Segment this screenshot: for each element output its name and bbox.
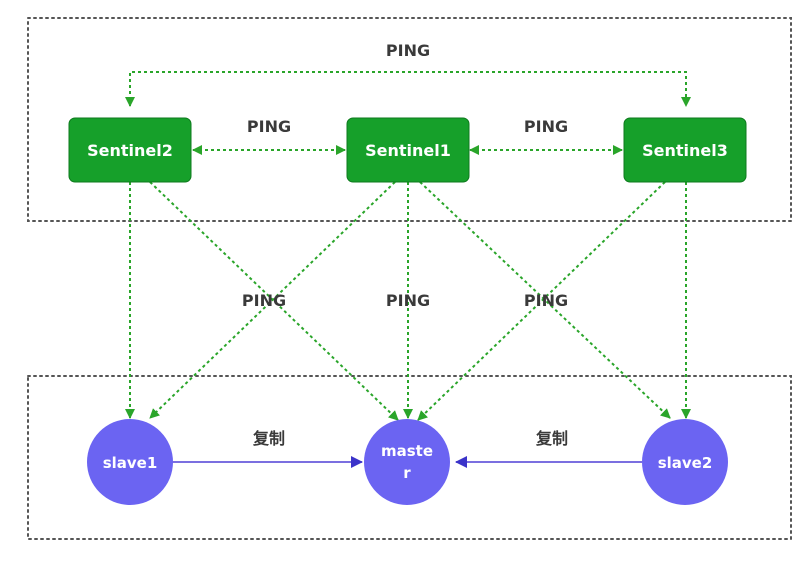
ping-label-mid-right: PING: [524, 291, 568, 310]
ping-link-s2-s3: [125, 71, 691, 107]
sentinel2-label: Sentinel2: [87, 141, 173, 160]
slave2-node: slave2: [642, 419, 728, 505]
redis-group-frame: [27, 375, 792, 540]
master-label-line1: maste: [381, 442, 433, 460]
slave1-label: slave1: [103, 454, 158, 472]
ping-label-top: PING: [386, 41, 430, 60]
master-node: maste r: [364, 419, 450, 505]
sentinel1-node: Sentinel1: [346, 117, 470, 183]
sentinel-group-frame: [27, 17, 792, 222]
ping-label-mid-center: PING: [386, 291, 430, 310]
replicate-label-right: 复制: [535, 429, 568, 448]
replicate-label-left: 复制: [252, 429, 285, 448]
ping-label-left: PING: [247, 117, 291, 136]
ping-link-s1-slave1: [149, 181, 396, 419]
sentinel1-label: Sentinel1: [365, 141, 451, 160]
sentinel3-label: Sentinel3: [642, 141, 728, 160]
ping-label-right: PING: [524, 117, 568, 136]
ping-label-mid-left: PING: [242, 291, 286, 310]
slave1-node: slave1: [87, 419, 173, 505]
slave2-label: slave2: [658, 454, 713, 472]
sentinel3-node: Sentinel3: [623, 117, 747, 183]
master-label-line2: r: [403, 464, 411, 482]
sentinel2-node: Sentinel2: [68, 117, 192, 183]
